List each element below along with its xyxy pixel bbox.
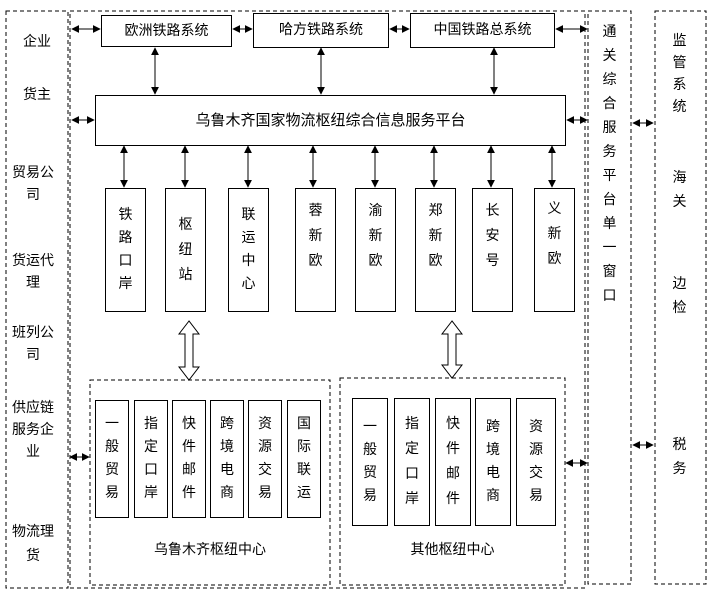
urumqi-service-resource-trade: 资源交易 [248,400,282,518]
system-cn-rail-label: 中国铁路总系统 [433,22,532,38]
service-label: 跨境电商 [486,419,500,504]
single-window-title: 通关综合服务平台单一窗口 [602,24,617,304]
hub-unit-label: 郑新欧 [428,203,443,269]
hollow-arrow-other [440,320,464,379]
entity-train-company: 班列公司 [12,325,54,363]
entity-cargo-owner: 货主 [23,87,51,103]
service-label: 资源交易 [258,416,272,501]
hub-unit-zheng-xin-ou: 郑新欧 [415,188,456,312]
entity-trade-company: 贸易公司 [12,165,54,203]
other-service-designated-port: 指定口岸 [394,398,430,526]
urumqi-service-cross-border-ecommerce: 跨境电商 [210,400,244,518]
system-eu-rail: 欧洲铁路系统 [101,15,232,47]
hub-unit-label: 联运中心 [241,207,256,292]
system-cn-rail: 中国铁路总系统 [410,13,555,48]
hub-unit-intermodal-center: 联运中心 [228,188,269,312]
regulators-panel [654,10,707,585]
entity-logistics-tally: 物流理货 [12,524,54,564]
regulator-border-inspection: 边检 [672,276,687,316]
urumqi-service-express-mail: 快件邮件 [172,400,206,518]
other-service-express-mail: 快件邮件 [435,398,471,526]
system-kz-rail: 哈方铁路系统 [253,13,389,48]
hub-unit-yu-xin-ou: 渝新欧 [355,188,396,312]
urumqi-center-panel [89,379,331,586]
hub-unit-label: 枢纽站 [178,216,193,283]
urumqi-service-general-trade: 一般贸易 [95,400,129,518]
service-label: 快件邮件 [182,416,196,501]
service-label: 快件邮件 [446,416,460,507]
service-label: 一般贸易 [105,416,119,501]
entity-supply-chain-service: 供应链服务企业 [12,400,54,460]
hub-unit-hub-station: 枢纽站 [165,188,206,312]
urumqi-center-title: 乌鲁木齐枢纽中心 [154,542,266,558]
regulator-customs: 海关 [672,170,687,210]
service-label: 一般贸易 [363,419,377,504]
other-center-title: 其他枢纽中心 [410,542,495,558]
hub-unit-label: 铁路口岸 [118,207,133,292]
other-service-cross-border-ecommerce: 跨境电商 [475,398,511,526]
hub-unit-label: 蓉新欧 [308,203,323,269]
service-label: 跨境电商 [220,416,234,501]
system-kz-rail-label: 哈方铁路系统 [279,22,363,38]
hub-unit-label: 义新欧 [547,201,562,267]
service-label: 指定口岸 [405,416,419,507]
regulator-tax: 税务 [672,437,687,477]
regulators-title: 监管系统 [672,33,687,115]
other-service-general-trade: 一般贸易 [352,398,388,526]
service-label: 指定口岸 [144,416,158,501]
service-label: 资源交易 [529,419,543,504]
other-service-resource-trade: 资源交易 [516,398,556,526]
hub-unit-yi-xin-ou: 义新欧 [534,188,575,312]
platform-title: 乌鲁木齐国家物流枢纽综合信息服务平台 [195,111,466,129]
service-label: 国际联运 [297,416,311,501]
hub-unit-rail-port: 铁路口岸 [105,188,146,312]
hub-unit-chang-an-hao: 长安号 [472,188,513,312]
hollow-arrow-urumqi [177,320,201,381]
hub-unit-label: 长安号 [485,203,500,269]
single-window-panel [587,10,632,585]
left-entities-panel [5,10,69,589]
info-service-platform: 乌鲁木齐国家物流枢纽综合信息服务平台 [95,95,566,146]
urumqi-service-international-intermodal: 国际联运 [287,400,321,518]
hub-unit-label: 渝新欧 [368,203,383,269]
entity-enterprise: 企业 [23,34,51,50]
hub-unit-rong-xin-ou: 蓉新欧 [295,188,336,312]
system-eu-rail-label: 欧洲铁路系统 [124,23,209,39]
entity-freight-forwarder: 货运代理 [12,253,54,291]
urumqi-service-designated-port: 指定口岸 [134,400,168,518]
